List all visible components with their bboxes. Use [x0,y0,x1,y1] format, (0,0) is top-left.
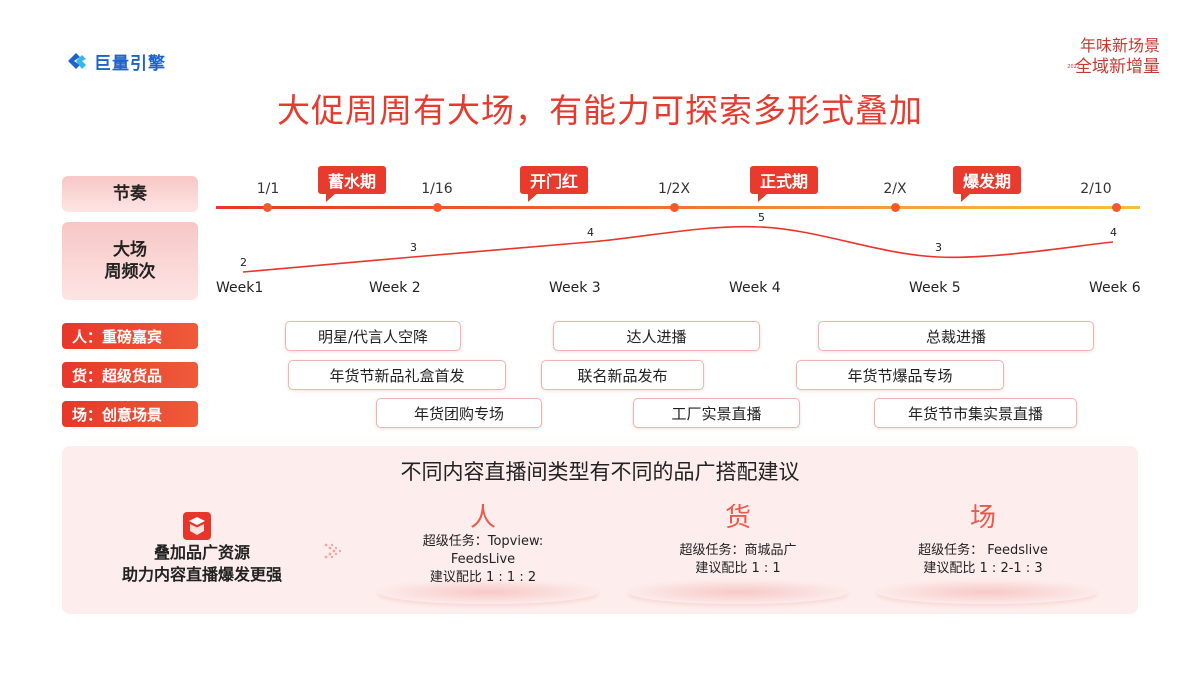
column-title: 货 [724,503,751,533]
timeline-dot [1112,203,1121,212]
people-item: 总裁进播 [818,321,1094,351]
data-label: 2 [240,256,247,269]
column-platform [378,580,598,604]
data-label: 3 [935,241,942,254]
label-scene: 场：创意场景 [62,401,198,427]
column-platform [877,580,1097,604]
panel-left-line2: 助力内容直播爆发更强 [121,565,282,584]
timeline-date: 1/2X [657,181,691,197]
phase-tag: 蓄水期 [318,166,387,202]
scene-item: 年货节市集实景直播 [874,398,1077,428]
week-label: Week 5 [909,280,961,296]
phase-tag: 开门红 [520,166,589,202]
panel-title: 不同内容直播间类型有不同的品广搭配建议 [400,460,800,484]
data-label: 5 [758,211,765,224]
logo-text: 巨量引擎 [94,53,166,74]
timeline-date: 1/16 [421,181,453,197]
timeline-dot [891,203,900,212]
column-text: 超级任务：商城品广 建议配比 1 : 1 [679,543,797,576]
seal-line2: 全域新增量 [1075,57,1160,77]
campaign-seal: 年味新场景 全域新增量 2022 [1040,36,1160,86]
label-rhythm: 节奏 [62,176,198,212]
timeline-dot [433,203,442,212]
panel-left-line1: 叠加品广资源 [153,543,250,562]
week-label: Week1 [216,280,264,296]
timeline-date: 2/10 [1080,181,1112,197]
column-title: 人 [469,503,496,533]
label-sessions: 大场 周频次 [62,222,198,300]
seal-line1: 年味新场景 [1079,36,1160,55]
week-label: Week 3 [549,280,601,296]
column-text: 超级任务： Feedslive 建议配比 1 : 2-1 : 3 [918,543,1048,576]
goods-item: 年货节爆品专场 [796,360,1004,390]
label-sessions-line2: 周频次 [104,262,156,282]
label-sessions-line1: 大场 [113,240,147,260]
column-text: 超级任务：Topview: FeedsLive 建议配比 1 : 1 : 2 [422,534,544,585]
column-platform [628,580,848,604]
scene-item: 工厂实景直播 [633,398,800,428]
panel-left-text: 叠加品广资源 助力内容直播爆发更强 [82,542,322,586]
goods-item: 年货节新品礼盒首发 [288,360,506,390]
label-goods: 货：超级货品 [62,362,198,388]
timeline-dot [263,203,272,212]
brand-logo: 巨量引擎 [64,48,166,74]
page-title: 大促周周有大场，有能力可探索多形式叠加 [277,91,923,130]
sessions-chart: 2 3 4 5 3 4 [240,211,1117,273]
data-label: 3 [410,241,417,254]
goods-item: 联名新品发布 [541,360,704,390]
data-label: 4 [587,226,594,239]
week-label: Week 6 [1089,280,1141,296]
seal-year: 2022 [1067,64,1080,70]
phase-tag: 爆发期 [953,166,1022,202]
timeline-dot [670,203,679,212]
week-label: Week 2 [369,280,421,296]
scene-item: 年货团购专场 [376,398,542,428]
sessions-line [242,225,1114,273]
timeline-date: 1/1 [256,181,280,197]
logo-icon [68,53,86,69]
label-people: 人：重磅嘉宾 [62,323,198,349]
week-label: Week 4 [729,280,781,296]
data-label: 4 [1110,226,1117,239]
stack-icon [183,512,211,540]
phase-tag: 正式期 [750,166,819,202]
people-item: 达人进播 [553,321,760,351]
timeline-date: 2/X [883,181,907,197]
column-title: 场 [969,503,996,533]
arrow-right-icon [324,543,342,559]
people-item: 明星/代言人空降 [285,321,461,351]
